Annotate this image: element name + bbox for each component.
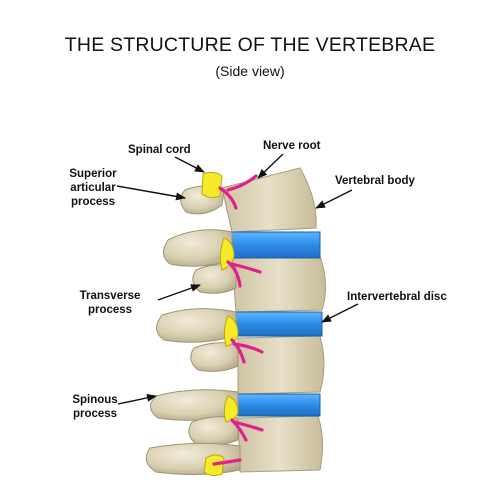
intervertebral-disc-3 [237,393,321,417]
label-superior-articular-process: Superior articular process [58,167,128,209]
label-nerve-root: Nerve root [263,140,321,152]
vertebral-body-2 [231,255,326,313]
arrow-spinal-cord [174,156,205,173]
vertebral-body-1 [221,167,317,233]
label-transverse-line-1: Transverse [79,290,141,302]
label-superior-line-3: process [70,196,116,208]
vertebral-body-3 [237,335,325,395]
diagram-title: THE STRUCTURE OF THE VERTEBRAE [64,34,436,56]
nerve-roots [212,174,264,466]
label-spinous-process: Spinous process [65,393,125,421]
intervertebral-disc-2 [235,311,323,337]
diagram-subtitle: (Side view) [215,63,285,79]
spinal-cord [201,171,239,477]
label-spinous-line-1: Spinous [72,394,118,406]
label-spinal-cord: Spinal cord [128,144,191,156]
arrow-transverse-process [157,284,201,301]
leader-arrows [116,153,359,405]
arrow-superior-articular-process [116,185,186,201]
label-transverse-line-2: process [87,304,133,316]
arrow-spinous-process [117,393,157,405]
label-superior-line-1: Superior [69,168,117,180]
arrow-vertebral-body [315,189,353,209]
arrow-intervertebral-disc [321,303,359,323]
label-superior-line-2: articular [70,182,116,194]
intervertebral-disc-1 [231,231,321,259]
label-spinous-line-2: process [72,408,118,420]
vertebral-body-4 [237,415,324,473]
label-intervertebral-disc: Intervertebral disc [347,291,447,303]
label-vertebral-body: Vertebral body [335,175,415,187]
label-transverse-process: Transverse process [75,289,145,317]
arrow-nerve-root [257,153,284,179]
posterior-processes [145,185,241,476]
